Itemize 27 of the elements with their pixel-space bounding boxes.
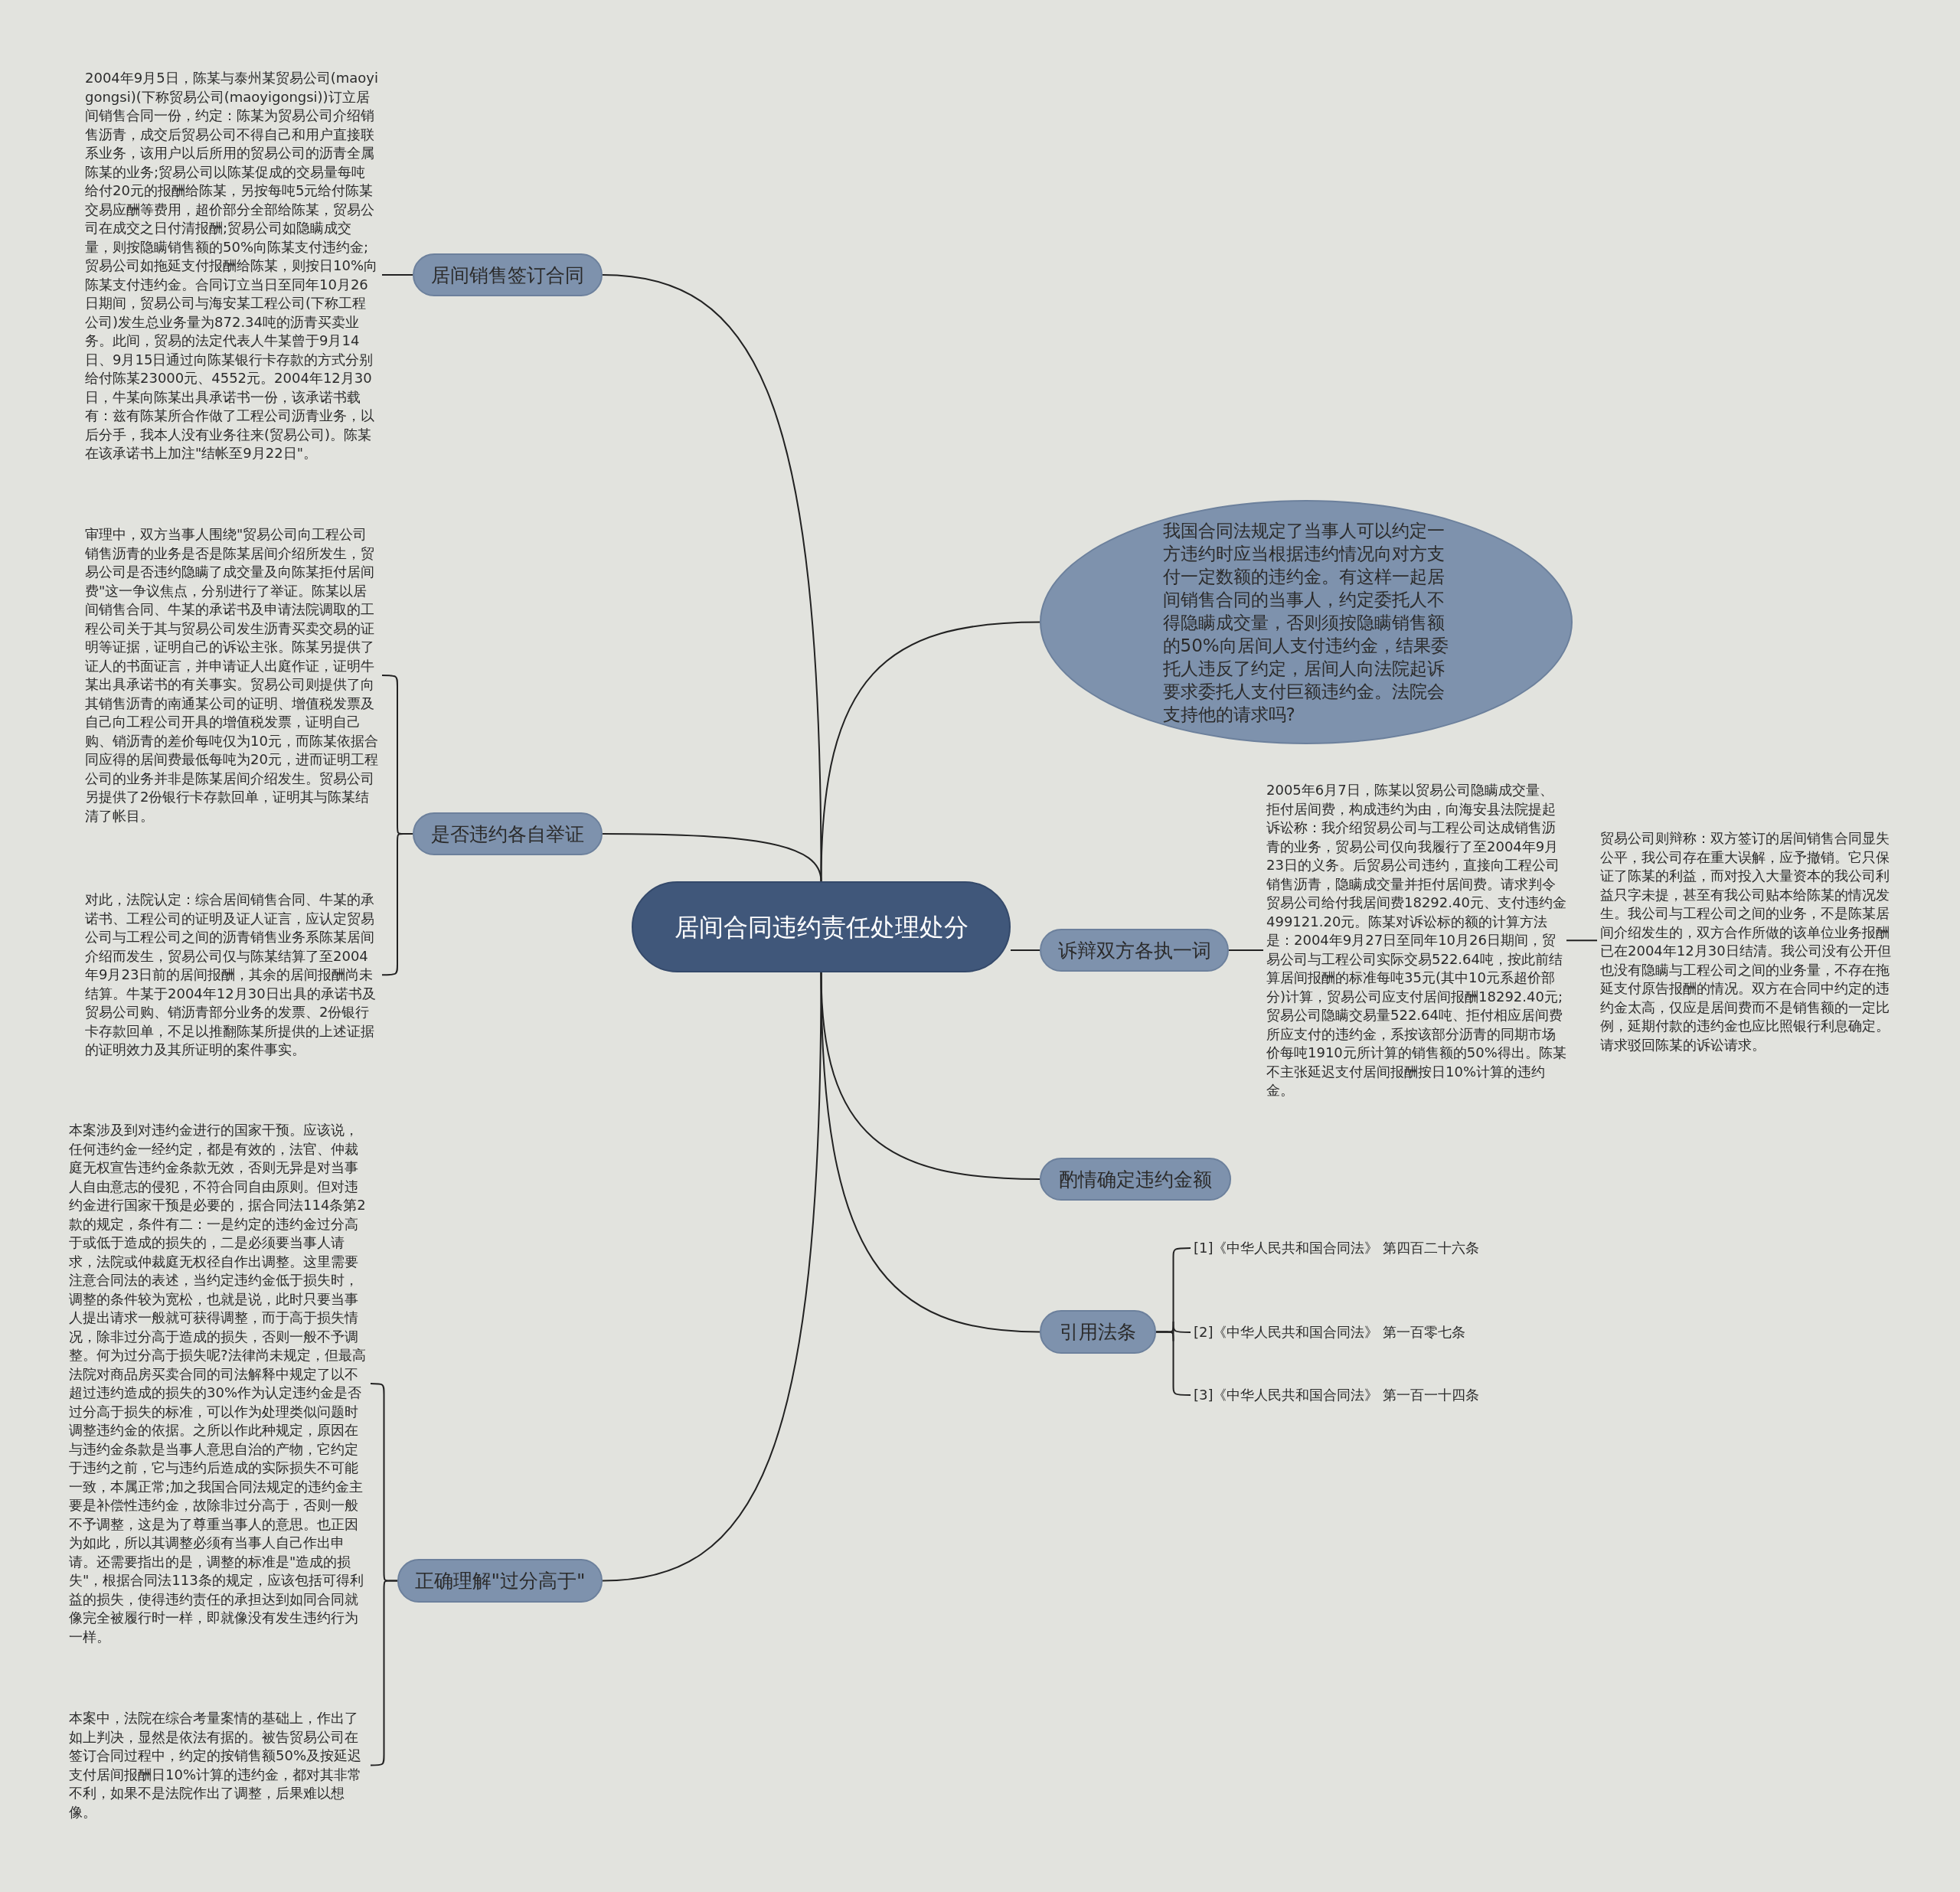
note-text: 贸易公司则辩称：双方签订的居间销售合同显失公平，我公司存在重大误解，应予撤销。它只保证了陈某的利益，而对投入大量资本的我公司利益只字未提，甚至有我公司贴本给陈某的情况发生。我公司与工程公司之间的业务，不是陈某居间介绍发生的，双方合作所做的该单位业务报酬已在2004年12月30日结清。我公司没有公开但也没有隐瞒与工程公司之间的业务量，不存在拖延支付原告报酬的情况。双方在合同中约定的违约金太高，仅应是居间费而不是销售额的一定比例，延期付款的违约金也应比照银行利息确定。请求驳回陈某的诉讼请求。	[1600, 829, 1897, 1054]
note-text: 本案中，法院在综合考量案情的基础上，作出了如上判决，显然是依法有据的。被告贸易公司在签订合同过程中，约定的按销售额50%及按延迟支付居间报酬日10%计算的违约金，都对其非常不利，如果不是法院作出了调整，后果难以想像。	[69, 1709, 368, 1822]
reference-text: [1]《中华人民共和国合同法》 第四百二十六条	[1194, 1238, 1492, 1258]
root-topic-box: 居间合同违约责任处理处分	[632, 881, 1011, 972]
note-text: 本案涉及到对违约金进行的国家干预。应该说，任何违约金一经约定，都是有效的，法官、仲裁庭无权宣告违约金条款无效，否则无异是对当事人自由意志的侵犯，不符合同自由原则。但对违约金进行国家干预是必要的，据合同法114条第2款的规定，条件有二：一是约定的违约金过分高于或低于造成的损失的，二是必须要当事人请求，法院或仲裁庭无权径自作出调整。这里需要注意合同法的表述，当约定违约金低于损失时，调整的条件较为宽松，也就是说，此时只要当事人提出请求一般就可获得调整，而于高于损失情况，除非过分高于造成的损失，否则一般不予调整。何为过分高于损失呢?法律尚未规定，但最高法院对商品房买卖合同的司法解释中规定了以不超过违约造成的损失的30%作为认定违约金是否过分高于损失的标准，可以作为处理类似问题时调整违约金的依据。之所以作此种规定，原因在与违约金条款是当事人意思自治的产物，它约定于违约之前，它与违约后造成的实际损失不可能一致，本属正常;加之我国合同法规定的违约金主要是补偿性违约金，故除非过分高于，否则一般不予调整，这是为了尊重当事人的意思。也正因为如此，所以其调整必须有当事人自己作出申请。还需要指出的是，调整的标准是"造成的损失"，根据合同法113条的规定，应该包括可得利益的损失，使得违约责任的承担达到如同合同就像完全被履行时一样，即就像没有发生违约行为一样。	[69, 1121, 368, 1646]
connector-line	[381, 274, 413, 276]
note-text: 对此，法院认定：综合居间销售合同、牛某的承诺书、工程公司的证明及证人证言，应认定贸易公司与工程公司之间的沥青销售业务系陈某居间介绍而发生，贸易公司仅与陈某结算了至2004年9月23日前的居间报酬，其余的居间报酬尚未结算。牛某于2004年12月30日出具的承诺书及贸易公司购、销沥青部分业务的发票、2份银行卡存款回单，不足以推翻陈某所提供的上述证据的证明效力及其所证明的案件事实。	[85, 890, 379, 1060]
connector-line	[1228, 949, 1264, 951]
connector-line	[820, 621, 1040, 882]
connector-line	[602, 833, 822, 882]
note-text: 2005年6月7日，陈某以贸易公司隐瞒成交量、拒付居间费，构成违约为由，向海安县法院提起诉讼称：我介绍贸易公司与工程公司达成销售沥青的业务，贸易公司仅向我履行了至2004年9月23日的义务。后贸易公司违约，直接向工程公司销售沥青，隐瞒成交量并拒付居间费。请求判令贸易公司给付我居间费18292.40元、支付违约金499121.20元。陈某对诉讼标的额的计算方法是：2004年9月27日至同年10月26日期间，贸易公司与工程公司实际交易522.64吨，按此前结算居间报酬的标准每吨35元(其中10元系超价部分)计算，贸易公司应支付居间报酬18292.40元;贸易公司隐瞒交易量522.64吨、拒付相应居间费所应支付的违约金，系按该部分沥青的同期市场价每吨1910元所计算的销售额的50%得出。陈某不主张延迟支付居间报酬按日10%计算的违约金。	[1266, 781, 1566, 1100]
connector-line	[602, 972, 822, 1582]
topic-box: 引用法条	[1040, 1310, 1156, 1354]
topic-box: 酌情确定违约金额	[1040, 1158, 1231, 1201]
topic-box: 是否违约各自举证	[413, 812, 603, 855]
topic-box: 居间销售签订合同	[413, 253, 603, 296]
note-text: 2004年9月5日，陈某与泰州某贸易公司(maoyigongsi)(下称贸易公司(maoyigongsi))订立居间销售合同一份，约定：陈某为贸易公司介绍销售沥青，成交后贸易公司不得自己和用户直接联系业务，该用户以后所用的贸易公司的沥青全属陈某的业务;贸易公司以陈某促成的交易量每吨给付20元的报酬给陈某，另按每吨5元给付陈某交易应酬等费用，超价部分全部给陈某，贸易公司在成交之日付清报酬;贸易公司如隐瞒成交量，则按隐瞒销售额的50%向陈某支付违约金;贸易公司如拖延支付报酬给陈某，则按日10%向陈某支付违约金。合同订立当日至同年10月26日期间，贸易公司与海安某工程公司(下称工程公司)发生总业务量为872.34吨的沥青买卖业务。此间，贸易的法定代表人牛某曾于9月14日、9月15日通过向陈某银行卡存款的方式分别给付陈某23000元、4552元。2004年12月30日，牛某向陈某出具承诺书一份，该承诺书载有：兹有陈某所合作做了工程公司沥青业务，以后分手，我本人没有业务往来(贸易公司)。陈某在该承诺书上加注"结帐至9月22日"。	[85, 69, 379, 463]
topic-box: 诉辩双方各执一词	[1040, 929, 1229, 972]
note-text: 审理中，双方当事人围绕"贸易公司向工程公司销售沥青的业务是否是陈某居间介绍所发生，贸易公司是否违约隐瞒了成交量及向陈某拒付居间费"这一争议焦点，分别进行了举证。陈某以居间销售合同、牛某的承诺书及申请法院调取的工程公司关于其与贸易公司发生沥青买卖交易的证明等证据，证明自己的诉讼主张。陈某另提供了证人的书面证言，并申请证人出庭作证，证明牛某出具承诺书的有关事实。贸易公司则提供了向其销售沥青的南通某公司的证明、增值税发票及自己向工程公司开具的增值税发票，证明自己购、销沥青的差价每吨仅为10元，而陈某依据合同应得的居间费最低每吨为20元，进而证明工程公司的业务并非是陈某居间介绍发生。贸易公司另提供了2份银行卡存款回单，证明其与陈某结清了帐目。	[85, 525, 379, 825]
connector-line	[381, 833, 413, 976]
connector-line	[1566, 939, 1598, 942]
connector-line	[820, 972, 1040, 1333]
reference-text: [3]《中华人民共和国合同法》 第一百一十四条	[1194, 1385, 1492, 1405]
question-oval: 我国合同法规定了当事人可以约定一方违约时应当根据违约情况向对方支付一定数额的违约金。有这样一起居间销售合同的当事人，约定委托人不得隐瞒成交量，否则须按隐瞒销售额的50%向居间人支付违约金，结果委托人违反了约定，居间人向法院起诉要求委托人支付巨额违约金。法院会支持他的请求吗?	[1040, 500, 1573, 744]
reference-text: [2]《中华人民共和国合同法》 第一百零七条	[1194, 1322, 1492, 1342]
topic-box: 正确理解"过分高于"	[397, 1559, 603, 1603]
connector-line	[1010, 949, 1040, 951]
